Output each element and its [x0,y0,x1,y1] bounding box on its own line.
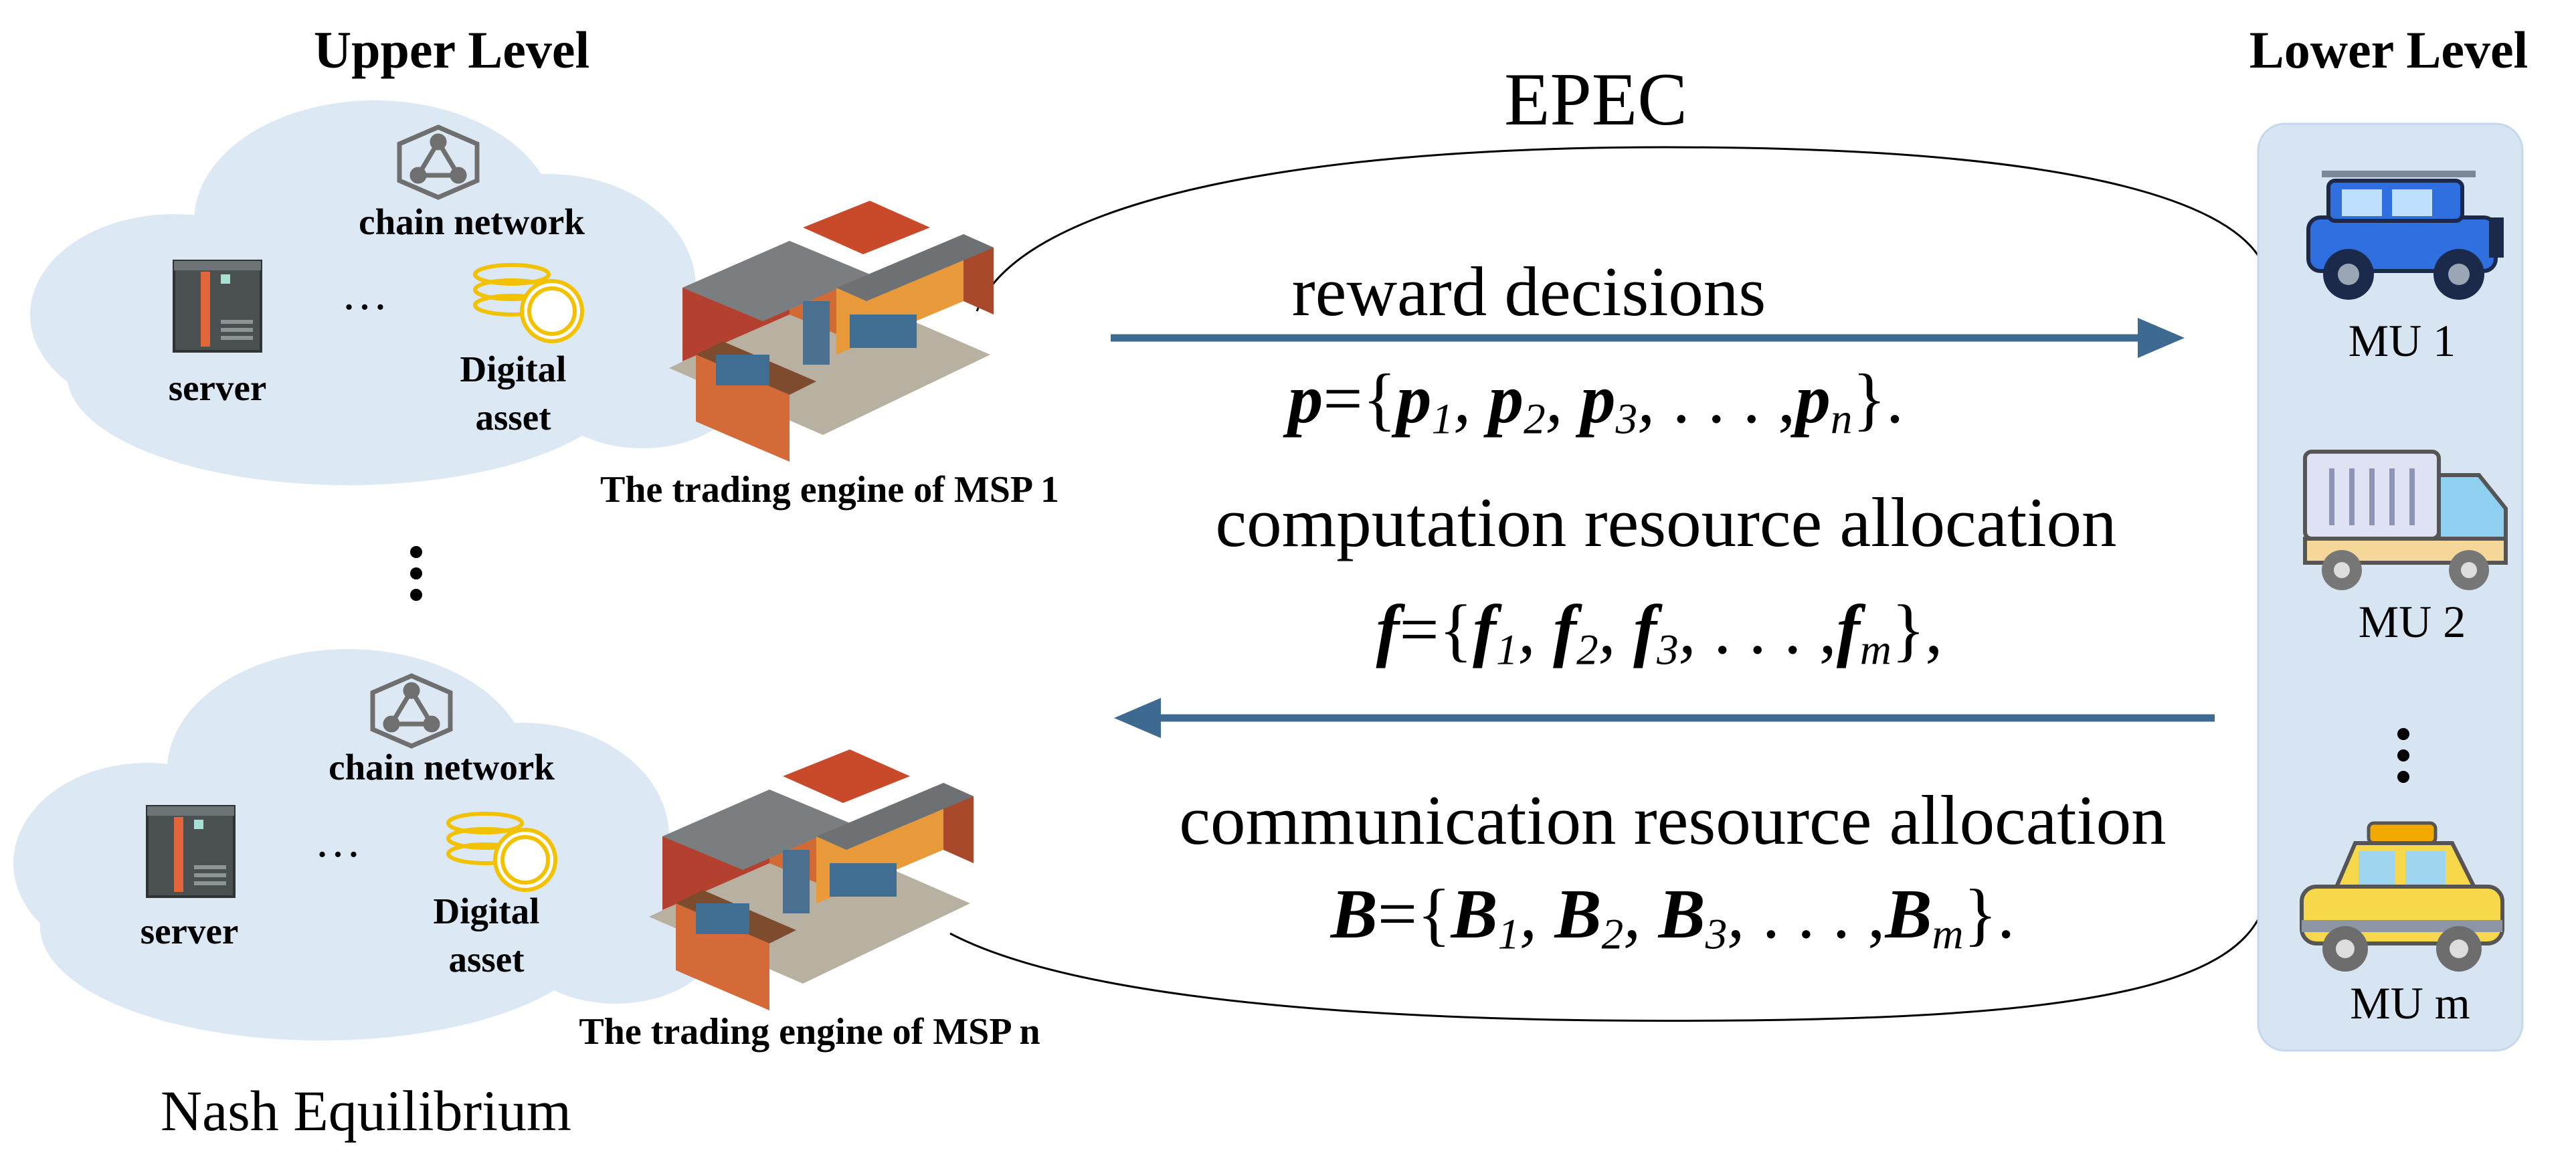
digital-asset-label-line1: Digital [460,349,567,389]
reward-arrow [1111,318,2185,358]
digital-asset-label-line1: Digital [433,891,540,931]
trading-engine-msp1-icon [669,201,994,462]
epec-loop-bottom [949,903,2266,1022]
server-label: server [168,367,267,408]
mu-vertical-dots [2397,728,2409,783]
mu-label: MU 2 [2358,596,2466,647]
chain-network-label: chain network [359,201,585,242]
jeep-icon [2306,171,2504,300]
reward-decisions-label: reward decisions [1291,252,1766,331]
msp-vertical-dots [410,546,422,601]
server-label: server [140,911,239,952]
cloud-ellipsis: … [341,268,388,320]
reward-formula: p={p1, p2, p3, . . . ,pn}. [1287,359,1904,444]
chain-network-label: chain network [329,747,555,788]
server-icon [173,260,262,353]
lower-level-panel [2257,122,2524,1052]
epec-label: EPEC [1504,58,1687,141]
upper-level-title: Upper Level [313,21,590,79]
upper-cloud-msp1 [30,100,749,485]
computation-formula: f={f1, f2, f3, . . . ,fm}, [1376,590,1943,674]
communication-label: communication resource allocation [1179,781,2167,859]
resource-arrow [1114,698,2215,738]
epec-loop-top [976,146,2263,312]
upper-cloud-mspn [13,649,723,1041]
mu-label: MU m [2350,978,2470,1028]
server-icon [146,805,236,898]
trading-engine-msp1-label: The trading engine of MSP 1 [600,469,1060,511]
lower-level-title: Lower Level [2249,21,2528,79]
cloud-ellipsis: … [314,816,361,867]
digital-asset-label-line2: asset [448,939,525,980]
digital-asset-icon [446,812,557,892]
trading-engine-mspn-label: The trading engine of MSP n [579,1011,1040,1053]
truck-icon [2303,450,2508,590]
digital-asset-icon [473,263,584,343]
chain-network-icon [397,124,480,200]
trading-engine-mspn-icon [649,749,974,1010]
computation-label: computation resource allocation [1215,483,2117,561]
digital-asset-label-line2: asset [475,397,551,438]
communication-formula: B={B1, B2, B3, . . . ,Bm}. [1330,875,2015,959]
mu-label: MU 1 [2348,315,2456,366]
chain-network-icon [370,673,453,749]
nash-equilibrium-label: Nash Equilibrium [161,1079,571,1143]
taxi-icon [2300,821,2504,972]
